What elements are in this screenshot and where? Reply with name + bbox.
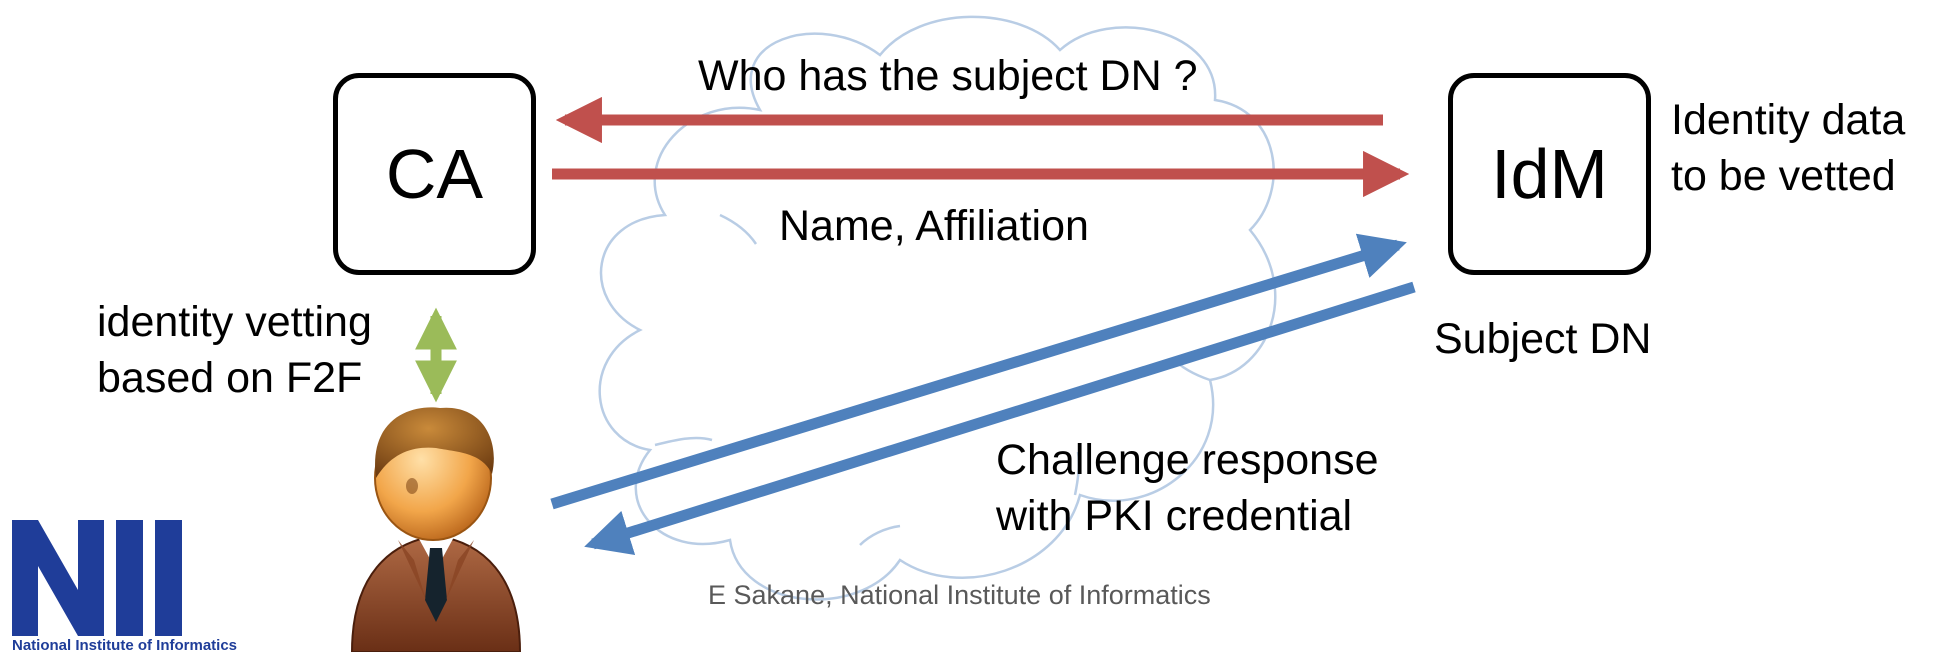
cloud-icon [598,15,1277,601]
identity-data-label-line2: to be vetted [1671,152,1896,200]
idm-box: IdM [1448,73,1651,275]
identity-vetting-label-line2: based on F2F [97,354,363,402]
who-has-label: Who has the subject DN ? [698,52,1198,100]
challenge-label-line1: Challenge response [996,436,1379,484]
ca-label: CA [385,135,484,213]
nii-logo-icon [12,520,182,636]
arrow-idm-to-person [584,281,1416,556]
name-affiliation-label: Name, Affiliation [779,202,1089,250]
identity-data-label-line1: Identity data [1671,96,1906,144]
ca-box: CA [333,73,536,275]
identity-vetting-label-line1: identity vetting [97,298,372,346]
footer-credit: E Sakane, National Institute of Informat… [708,580,1211,610]
challenge-label-line2: with PKI credential [996,492,1353,540]
person-icon [350,407,522,652]
arrow-person-to-idm [550,233,1407,510]
subject-dn-label: Subject DN [1434,315,1652,363]
nii-logo-caption: National Institute of Informatics [12,637,238,654]
idm-label: IdM [1491,135,1608,213]
